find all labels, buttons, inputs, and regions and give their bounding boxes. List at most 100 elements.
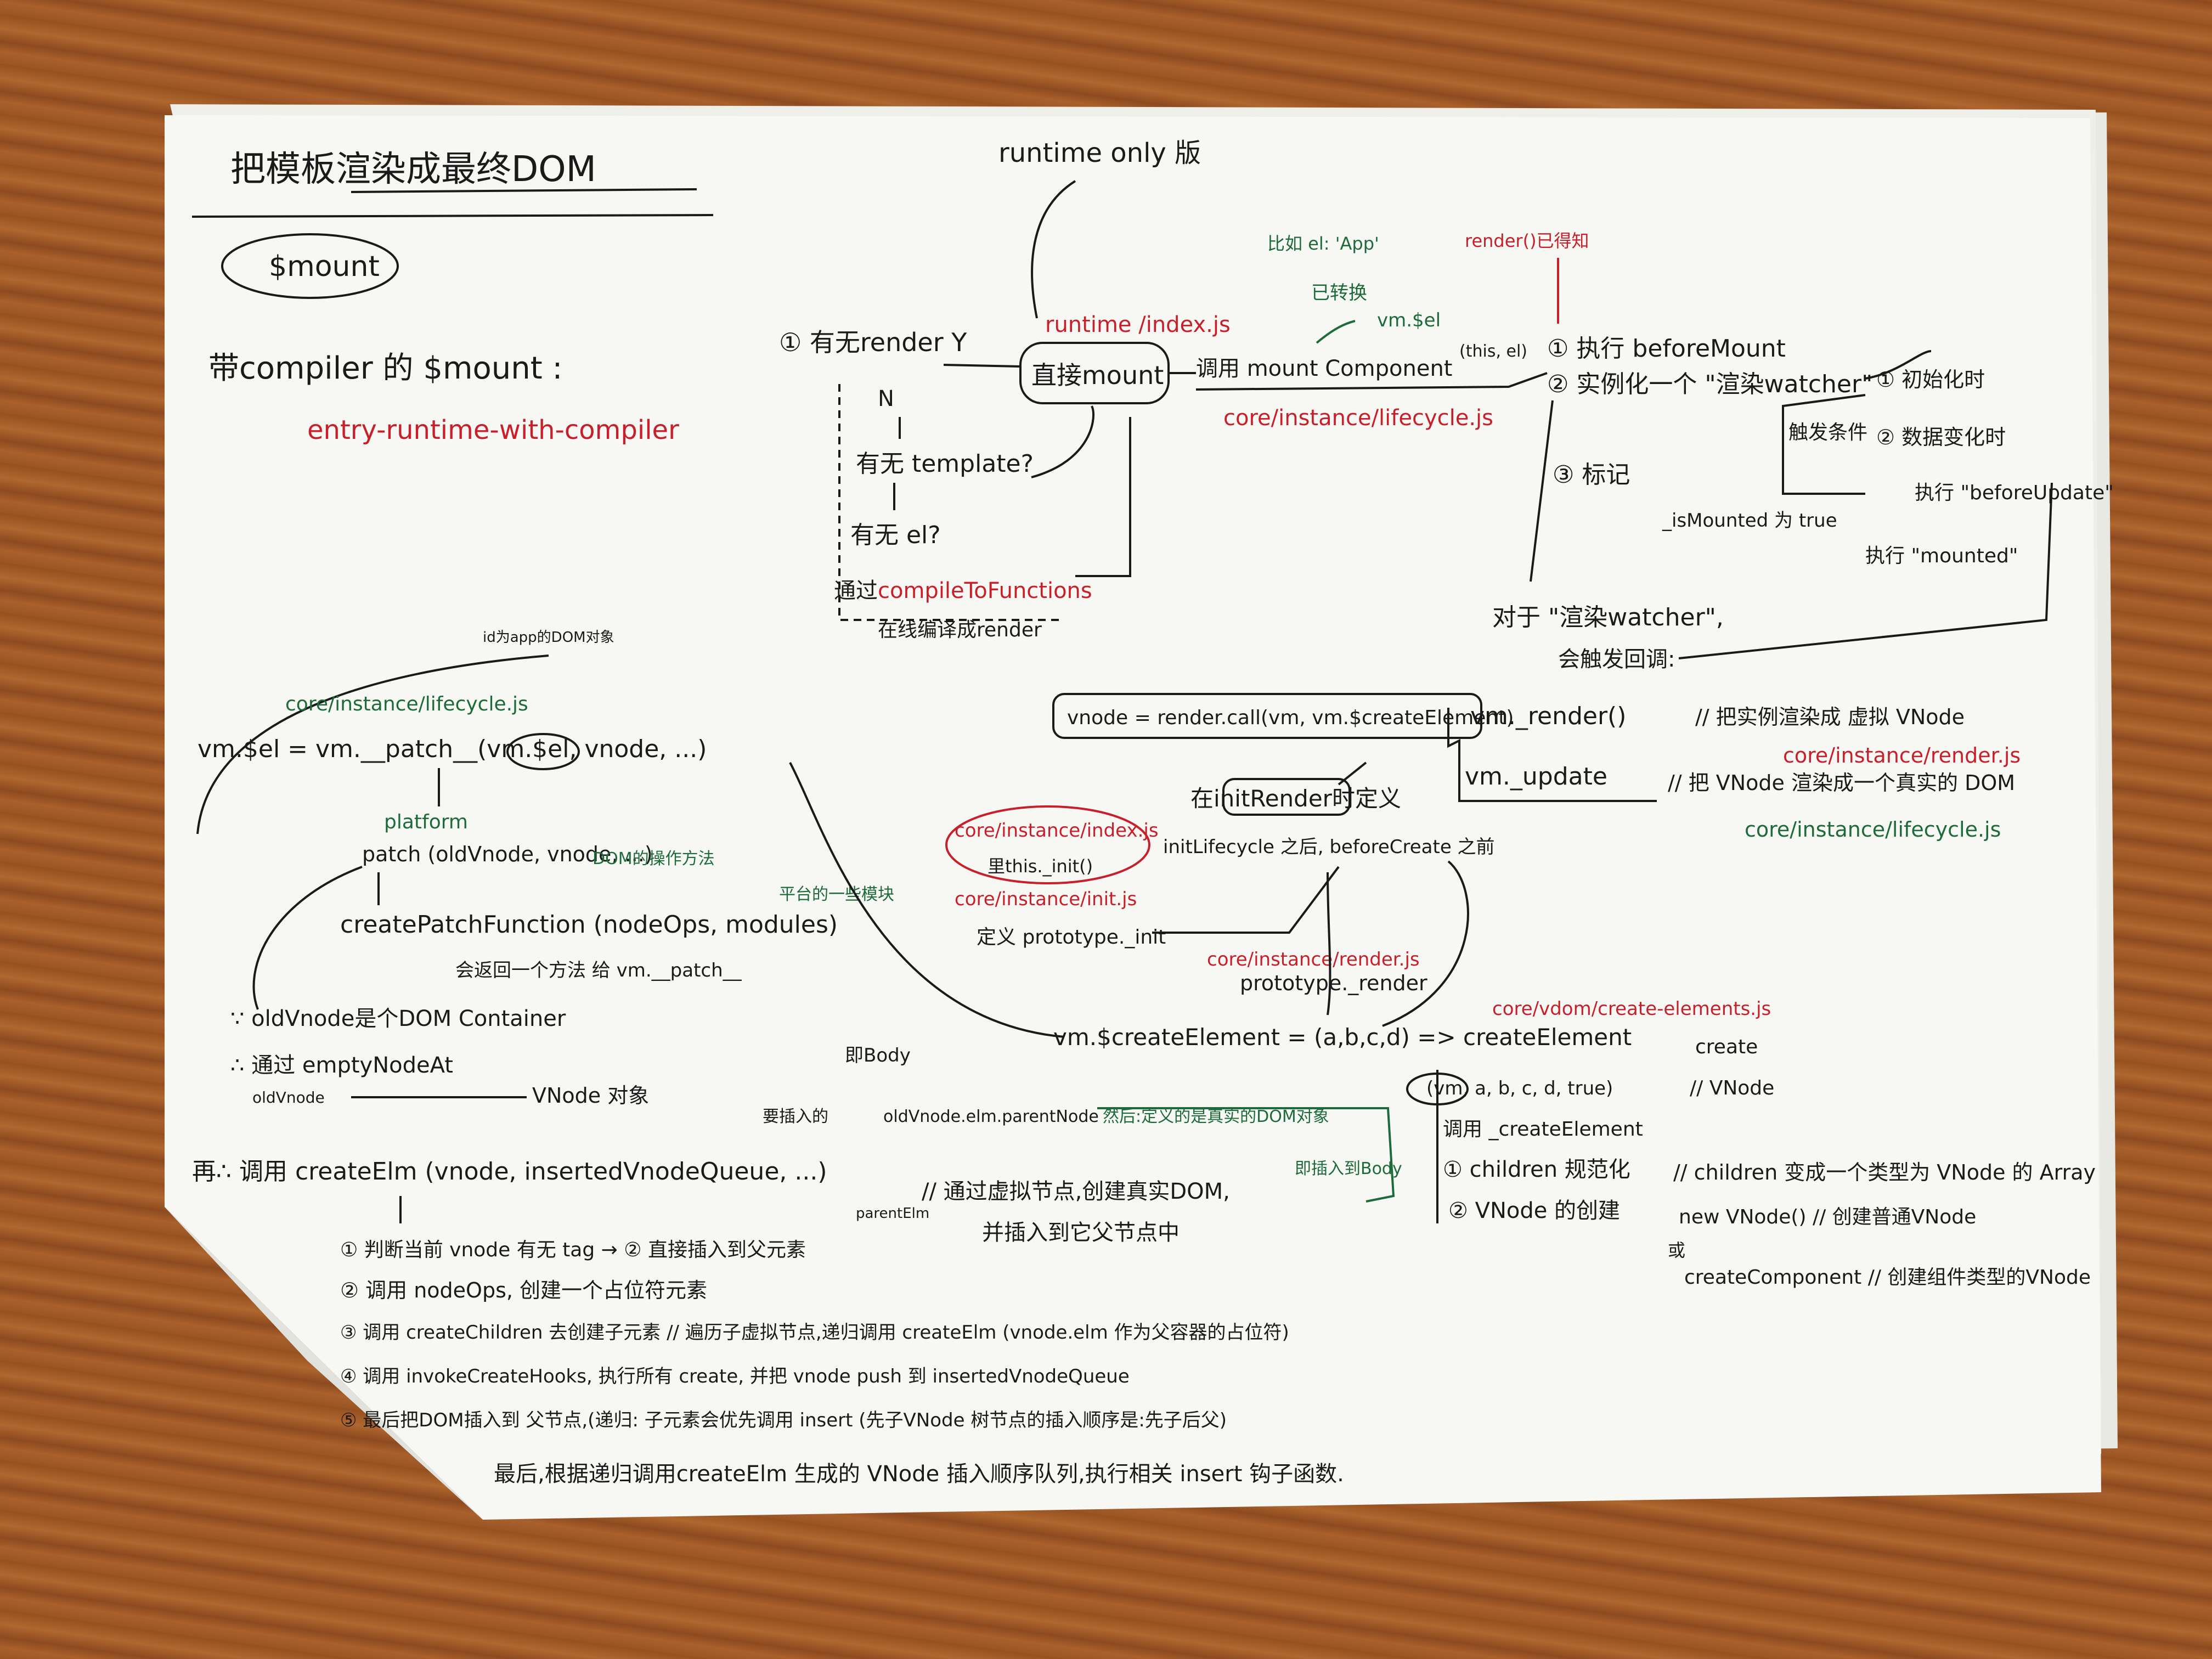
yes-arrow	[943, 364, 1021, 368]
define-prototype-init: 定义 prototype._init	[977, 926, 1166, 949]
will-trigger-callback: 会触发回调:	[1558, 647, 1675, 672]
create-element-args: (vm, a, b, c, d, true)	[1426, 1077, 1613, 1099]
old-vnode-container: ∵ oldVnode是个DOM Container	[230, 1006, 566, 1031]
call-mount-component: 调用 mount Component	[1196, 356, 1452, 381]
folded-corner	[165, 1207, 483, 1520]
compile-return-arrow	[1075, 417, 1131, 577]
entry-file: entry-runtime-with-compiler	[307, 415, 679, 445]
app-arrow	[196, 654, 549, 834]
n-label: N	[878, 386, 894, 411]
step-node-ops: ② 调用 nodeOps, 创建一个占位符元素	[340, 1278, 707, 1302]
vdom-file: core/vdom/create-elements.js	[1492, 998, 1771, 1020]
template-yes-arrow	[1031, 405, 1094, 478]
lifecycle-file-2: core/instance/lifecycle.js	[1745, 817, 2001, 842]
render-file: core/instance/render.js	[1783, 743, 2021, 768]
create-elm-call: 再∴ 调用 createElm (vnode, insertedVnodeQue…	[192, 1158, 827, 1186]
vnode-object: VNode 对象	[532, 1084, 649, 1108]
step-insert-dom: ⑤ 最后把DOM插入到 父节点,(递归: 子元素会优先调用 insert (先子…	[340, 1409, 1227, 1431]
step-mark: ③ 标记	[1553, 461, 1630, 489]
watcher-branch	[1865, 350, 1932, 380]
create-element-assign: vm.$createElement = (a,b,c,d) => createE…	[1053, 1024, 1632, 1051]
exec-before-update: 执行 "beforeUpdate"	[1915, 482, 2114, 504]
id-app-note: id为app的DOM对象	[483, 629, 614, 646]
insert-body-note: 即插入到Body	[1295, 1159, 1402, 1178]
vnode-word: // VNode	[1690, 1077, 1774, 1099]
lifecycle-file-1: core/instance/lifecycle.js	[1223, 405, 1493, 431]
children-description: // children 变成一个类型为 VNode 的 Array	[1673, 1160, 2096, 1184]
platform-modules-note: 平台的一些模块	[779, 885, 894, 904]
watcher-down-arrow	[1530, 400, 1554, 582]
compile-to-render: 在线编译成render	[878, 619, 1042, 641]
this-el-args: (this, el)	[1459, 342, 1527, 361]
this-init-call: 里this._init()	[988, 856, 1093, 877]
green-bracket	[1097, 1107, 1395, 1203]
via-empty-node: ∴ 通过 emptyNodeAt	[230, 1053, 453, 1078]
index-file: core/instance/index.js	[955, 820, 1159, 842]
mount-oval	[221, 233, 399, 299]
init-lifecycle-note: initLifecycle 之后, beforeCreate 之前	[1163, 836, 1495, 858]
vnode-render-call: vnode = render.call(vm, vm.$createElemen…	[1067, 707, 1514, 729]
step-render-watcher: ② 实例化一个 "渲染watcher"	[1547, 370, 1872, 398]
insert-parent: 并插入到它父节点中	[982, 1220, 1180, 1245]
return-fn-note: 会返回一个方法 给 vm.__patch__	[455, 960, 742, 981]
title-divider	[191, 214, 714, 218]
init-time-label: ① 初始化时	[1876, 368, 1985, 392]
call-create-element: 调用 _createElement	[1443, 1118, 1643, 1141]
vm-render: vm._render()	[1470, 702, 1626, 730]
then-define-note: 然后:定义的是真实的DOM对象	[1103, 1107, 1329, 1126]
render-file-2: core/instance/render.js	[1207, 949, 1420, 970]
via-label: 通过	[834, 578, 878, 603]
vm-update: vm._update	[1465, 763, 1607, 791]
runtime-arrow	[1031, 180, 1076, 319]
init-connector	[1152, 866, 1340, 934]
data-change-label: ② 数据变化时	[1876, 425, 2006, 449]
vnode-creation: ② VNode 的创建	[1448, 1198, 1620, 1223]
runtime-index-file: runtime /index.js	[1045, 312, 1231, 337]
direct-mount-label: 直接mount	[1031, 360, 1164, 390]
platform-label: platform	[384, 811, 468, 833]
create-word: create	[1695, 1036, 1758, 1058]
old-vnode-small: oldVnode	[252, 1088, 325, 1107]
el-app-note: 比如 el: 'App'	[1267, 233, 1379, 254]
new-vnode: new VNode() // 创建普通VNode	[1679, 1206, 1976, 1228]
with-compiler-label: 带compiler 的 $mount :	[208, 351, 562, 386]
trigger-condition: 触发条件	[1788, 421, 1867, 444]
final-note: 最后,根据递归调用createElm 生成的 VNode 插入顺序队列,执行相关…	[494, 1462, 1344, 1487]
step-has-tag: ① 判断当前 vnode 有无 tag → ② 直接插入到父元素	[340, 1239, 806, 1261]
for-render-watcher: 对于 "渲染watcher",	[1492, 603, 1724, 631]
init-down-arrow	[1327, 872, 1331, 1015]
dashed-flow	[838, 384, 1064, 621]
index-file-oval	[945, 805, 1150, 884]
render-update-bracket	[1447, 708, 1657, 802]
step-create-children: ③ 调用 createChildren 去创建子元素 // 遍历子虚拟节点,递归…	[340, 1322, 1289, 1344]
create-component: createComponent // 创建组件类型的VNode	[1684, 1266, 2091, 1289]
exec-mounted: 执行 "mounted"	[1865, 545, 2018, 567]
app-body: 即Body	[845, 1045, 911, 1066]
prototype-render: prototype._render	[1240, 971, 1427, 995]
init-render-box	[1222, 778, 1351, 816]
render-to-init-arrow	[1338, 761, 1367, 786]
render-known-note: render()已得知	[1465, 230, 1589, 251]
title-underline	[351, 188, 697, 193]
main-sheet	[165, 115, 2101, 1520]
lifecycle-file-3: core/instance/lifecycle.js	[285, 693, 528, 715]
mount-label: $mount	[269, 250, 380, 283]
patch-signature: patch (oldVnode, vnode, ...)	[362, 842, 653, 866]
compile-to-functions: compileToFunctions	[878, 578, 1092, 603]
callback-loop-arrow	[1678, 482, 2053, 659]
children-normalize: ① children 规范化	[1443, 1157, 1630, 1182]
title: 把模板渲染成最终DOM	[230, 149, 596, 190]
update-description: // 把 VNode 渲染成一个真实的 DOM	[1668, 771, 2015, 795]
via-virtual-node: // 通过虚拟节点,创建真实DOM,	[922, 1179, 1230, 1204]
el-note-arrow	[1316, 320, 1356, 344]
vm-el-patch: vm.$el = vm.__patch__(vm.$el, vnode, ...…	[198, 735, 707, 763]
parent-elm-label: parentElm	[856, 1205, 929, 1222]
dom-ops-note: DOM的操作方法	[592, 849, 715, 868]
create-patch-function: createPatchFunction (nodeOps, modules)	[340, 911, 838, 939]
before-insert: 要插入的	[763, 1107, 828, 1126]
or-word: 或	[1668, 1240, 1685, 1261]
component-underline	[1195, 372, 1548, 391]
trigger-bracket	[1782, 394, 1866, 495]
old-vnode-elm: oldVnode.elm.parentNode	[883, 1107, 1099, 1126]
